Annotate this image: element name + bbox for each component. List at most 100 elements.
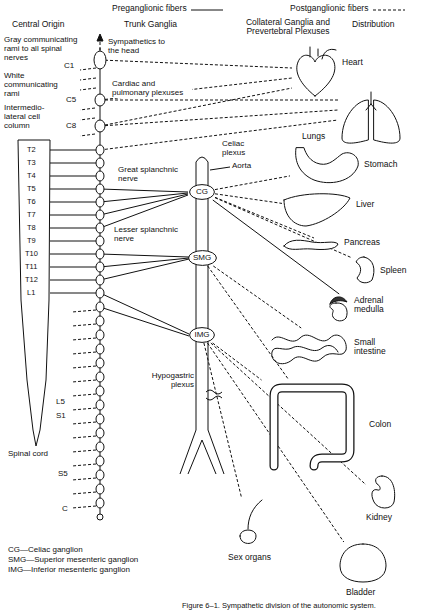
organ: Heart	[292, 46, 363, 98]
legend-sample	[191, 8, 225, 12]
rami-label: White communicating rami	[4, 72, 62, 98]
ganglion: SMG	[188, 250, 217, 266]
ganglion-outline	[188, 251, 216, 266]
organ-illustration	[250, 380, 365, 470]
nerve-label: Great splanchnic nerve	[118, 166, 184, 184]
organ: Small intestine	[268, 328, 394, 370]
organ-outline	[274, 388, 350, 466]
vessel-label: Aorta	[232, 162, 251, 171]
legend-label: Postganglionic fibers	[290, 4, 368, 13]
organ: Pancreas	[282, 238, 380, 252]
legend-line	[191, 10, 223, 11]
organ-label: Bladder	[346, 588, 375, 597]
organ-illustration	[282, 238, 340, 252]
ganglion-outline	[190, 328, 215, 343]
spinal-level: T2	[27, 146, 36, 154]
ganglion-outline	[190, 185, 215, 200]
spinal-level: C	[62, 505, 68, 514]
postganglionic-fiber	[213, 266, 301, 328]
spinal-level: T12	[25, 276, 38, 284]
spinal-level: L5	[56, 398, 65, 407]
organ-label: Colon	[369, 420, 391, 429]
spinal-level: T9	[27, 237, 36, 245]
ganglion-label: SMG	[193, 254, 211, 263]
organ-outline	[297, 55, 335, 96]
hypogastric-plexus	[206, 390, 222, 400]
spinal-level: T4	[27, 172, 36, 180]
head-arrowhead	[97, 34, 103, 41]
ganglion-label: CG	[196, 188, 208, 197]
organ: Bladder	[338, 542, 388, 598]
splanchnic-nerves	[100, 189, 189, 336]
white-rami	[50, 150, 96, 293]
column-heading: Trunk Ganglia	[124, 20, 177, 29]
organ: Spleen	[352, 256, 407, 284]
organ-outline	[284, 194, 350, 226]
nerve-label: Lesser splanchnic nerve	[114, 226, 184, 244]
spinal-level: C8	[66, 122, 76, 131]
organ: Kidney	[366, 474, 396, 523]
organ-label: Heart	[342, 58, 363, 67]
illustration-group	[18, 34, 338, 520]
organ-outline	[240, 530, 256, 544]
spinal-level: L1	[27, 289, 35, 297]
cell-column-label: Intermedio-lateral cell column	[4, 104, 62, 130]
spinal-level: T3	[27, 159, 36, 167]
organ-illustration	[368, 474, 396, 510]
structure-label: Spinal cord	[8, 450, 48, 459]
organ: Stomach	[290, 146, 398, 186]
spinal-level: T10	[25, 250, 38, 258]
organ-illustration	[290, 146, 360, 186]
legend-label: Preganglionic fibers	[112, 4, 187, 13]
fiber-label: Sympathetics to the head	[108, 38, 178, 56]
organ-illustration	[338, 542, 388, 584]
organ-outline	[342, 100, 368, 143]
abbreviation: IMG—Inferior mesenteric ganglion	[8, 566, 130, 575]
organ-illustration	[338, 92, 404, 146]
organ-outline	[330, 303, 347, 321]
spinal-level: C5	[66, 96, 76, 105]
organ-illustration	[292, 46, 338, 98]
organ-outline	[272, 335, 346, 364]
column-heading: Collateral Ganglia and Prevertebral Plex…	[236, 18, 340, 37]
organ-illustration	[322, 294, 350, 322]
organ-outline	[284, 240, 338, 249]
organ-illustration	[268, 328, 350, 370]
organ: Colon	[250, 380, 392, 470]
organ-outline	[296, 148, 359, 183]
spinal-level: T5	[27, 185, 36, 193]
organ-label: Pancreas	[344, 238, 380, 247]
organ-outline	[340, 544, 386, 582]
ganglion: IMG	[189, 327, 215, 343]
spinal-level: T6	[27, 198, 36, 206]
spinal-level: T8	[27, 224, 36, 232]
organ-outline	[366, 92, 376, 110]
organ-label: Stomach	[364, 160, 398, 169]
spinal-cord	[18, 140, 50, 446]
plexus-label: Cardiac and pulmonary plexuses	[112, 80, 192, 98]
organ-outline	[356, 257, 374, 283]
organ-label: Spleen	[380, 266, 406, 275]
spinal-level: S1	[56, 412, 66, 421]
organ-label: Sex organs	[228, 553, 271, 562]
spinal-level: T11	[25, 263, 37, 271]
organ-label: Adrenal medulla	[354, 296, 394, 315]
postganglionic-fiber	[211, 343, 366, 485]
legend-line	[373, 10, 405, 11]
organ-outline	[274, 388, 350, 466]
organ-outline	[372, 476, 395, 508]
legend-sample	[373, 8, 407, 12]
organ: Liver	[282, 192, 375, 228]
organ-label: Small intestine	[354, 338, 394, 357]
organ-outline	[310, 47, 336, 59]
spinal-level: C1	[64, 62, 74, 71]
postganglionic-fiber	[215, 176, 290, 190]
aorta-leader	[210, 167, 230, 170]
organ-outline	[248, 500, 262, 529]
trunk-ganglia	[94, 51, 106, 520]
organ: Lungs	[302, 92, 404, 146]
spinal-level: T7	[27, 211, 36, 219]
aorta	[180, 157, 224, 474]
postganglionic-fiber	[204, 343, 242, 498]
abbreviation: SMG—Superior mesenteric ganglion	[8, 556, 138, 565]
